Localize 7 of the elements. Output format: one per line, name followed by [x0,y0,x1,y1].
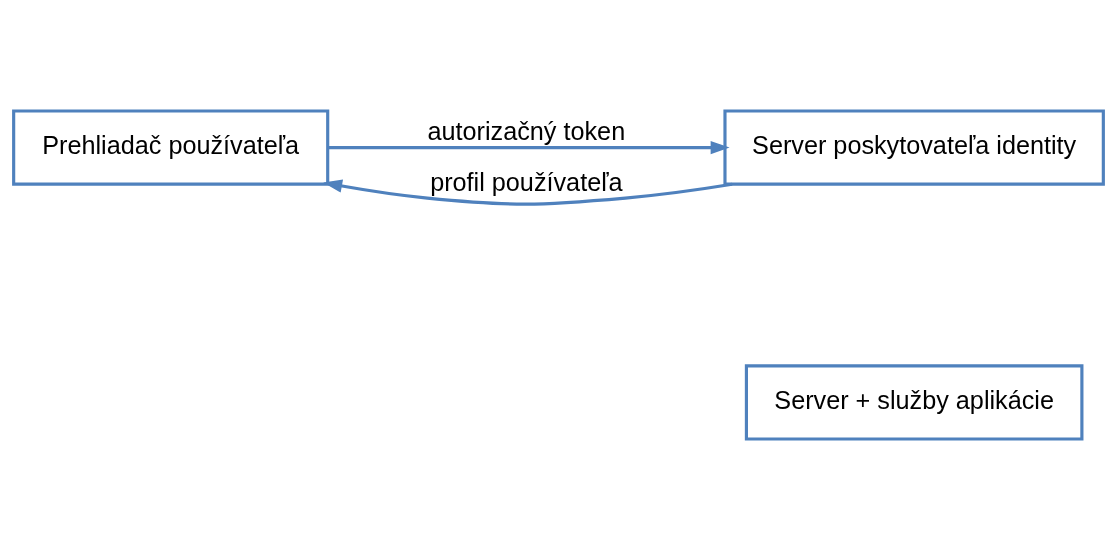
node-box: Server poskytovateľa identity [723,109,1105,186]
arrow [327,141,730,155]
edge-label: autorizačný token [427,117,626,146]
node-box: Prehliadač používateľa [12,109,330,186]
node-box: Server + služby aplikácie [744,364,1084,441]
arrow [323,179,733,206]
edge-label: profil používateľa [430,167,623,196]
